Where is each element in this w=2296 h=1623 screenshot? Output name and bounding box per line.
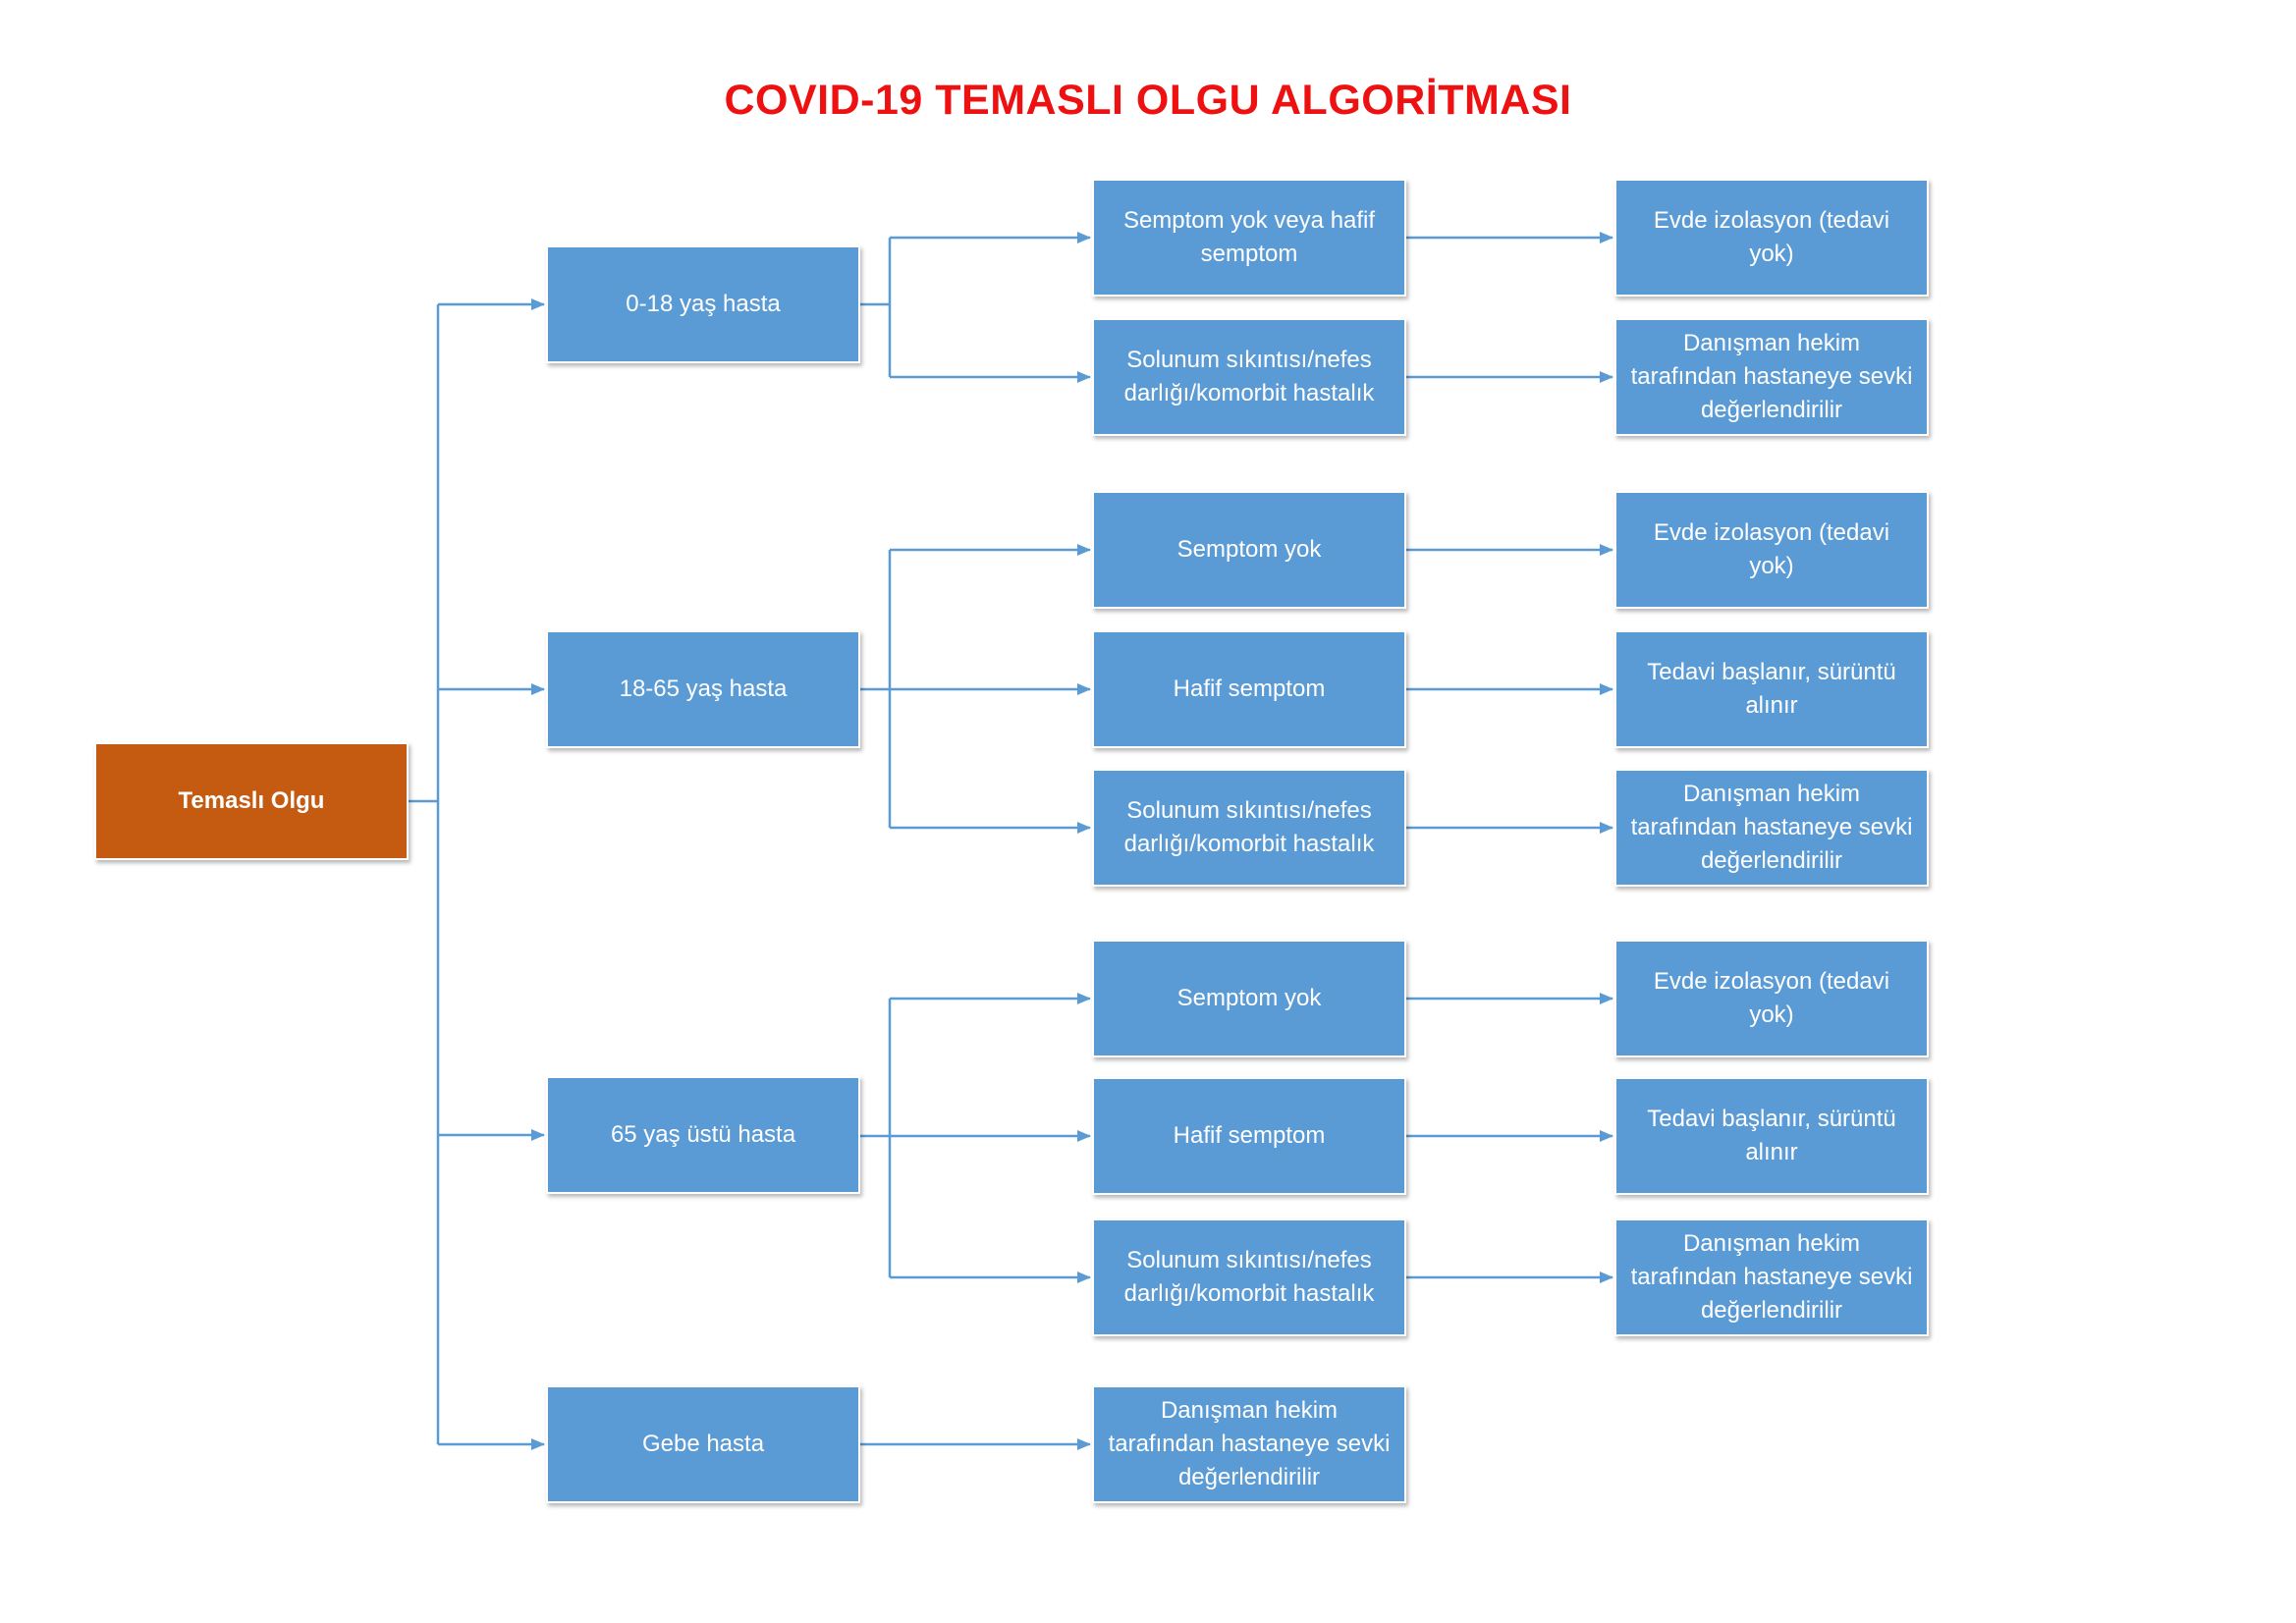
condition-label: Semptom yok bbox=[1176, 985, 1322, 1011]
action-label: Tedavi başlanır, sürüntü alınır bbox=[1647, 1106, 1896, 1165]
condition-node: Semptom yok bbox=[1092, 491, 1406, 609]
condition-node: Solunum sıkıntısı/nefes darlığı/komorbit… bbox=[1092, 1218, 1406, 1336]
action-node: Danışman hekim tarafından hastaneye sevk… bbox=[1614, 1218, 1929, 1336]
action-node: Evde izolasyon (tedavi yok) bbox=[1614, 179, 1929, 297]
condition-node: Solunum sıkıntısı/nefes darlığı/komorbit… bbox=[1092, 769, 1406, 887]
root-label: Temaslı Olgu bbox=[178, 787, 325, 814]
action-node: Tedavi başlanır, sürüntü alınır bbox=[1614, 630, 1929, 748]
action-node: Danışman hekim tarafından hastaneye sevk… bbox=[1614, 318, 1929, 436]
group-node-pregnant: Gebe hasta bbox=[546, 1385, 860, 1503]
root-node: Temaslı Olgu bbox=[94, 742, 409, 860]
condition-node: Semptom yok bbox=[1092, 940, 1406, 1057]
condition-label: Solunum sıkıntısı/nefes darlığı/komorbit… bbox=[1123, 797, 1375, 857]
condition-node: Hafif semptom bbox=[1092, 1077, 1406, 1195]
action-label: Evde izolasyon (tedavi yok) bbox=[1653, 207, 1890, 267]
condition-label: Solunum sıkıntısı/nefes darlığı/komorbit… bbox=[1123, 347, 1375, 406]
condition-label: Semptom yok veya hafif semptom bbox=[1122, 207, 1376, 267]
action-label: Tedavi başlanır, sürüntü alınır bbox=[1647, 659, 1896, 719]
condition-label: Hafif semptom bbox=[1173, 1122, 1326, 1149]
group-node-0-18: 0-18 yaş hasta bbox=[546, 245, 860, 363]
group-node-65-plus: 65 yaş üstü hasta bbox=[546, 1076, 860, 1194]
condition-node: Danışman hekim tarafından hastaneye sevk… bbox=[1092, 1385, 1406, 1503]
action-node: Evde izolasyon (tedavi yok) bbox=[1614, 940, 1929, 1057]
action-label: Danışman hekim tarafından hastaneye sevk… bbox=[1630, 781, 1913, 874]
group-label: Gebe hasta bbox=[641, 1431, 765, 1457]
action-label: Danışman hekim tarafından hastaneye sevk… bbox=[1630, 330, 1913, 423]
page-title: COVID-19 TEMASLI OLGU ALGORİTMASI bbox=[724, 77, 1572, 124]
condition-label: Semptom yok bbox=[1176, 536, 1322, 563]
action-label: Evde izolasyon (tedavi yok) bbox=[1653, 519, 1890, 579]
condition-node: Solunum sıkıntısı/nefes darlığı/komorbit… bbox=[1092, 318, 1406, 436]
condition-label: Hafif semptom bbox=[1173, 676, 1326, 702]
condition-node: Hafif semptom bbox=[1092, 630, 1406, 748]
group-node-18-65: 18-65 yaş hasta bbox=[546, 630, 860, 748]
action-node: Danışman hekim tarafından hastaneye sevk… bbox=[1614, 769, 1929, 887]
action-label: Danışman hekim tarafından hastaneye sevk… bbox=[1630, 1230, 1913, 1324]
condition-node: Semptom yok veya hafif semptom bbox=[1092, 179, 1406, 297]
condition-label: Danışman hekim tarafından hastaneye sevk… bbox=[1108, 1397, 1391, 1490]
group-label: 18-65 yaş hasta bbox=[619, 676, 788, 702]
action-label: Evde izolasyon (tedavi yok) bbox=[1653, 968, 1890, 1028]
action-node: Tedavi başlanır, sürüntü alınır bbox=[1614, 1077, 1929, 1195]
condition-label: Solunum sıkıntısı/nefes darlığı/komorbit… bbox=[1123, 1247, 1375, 1307]
group-label: 0-18 yaş hasta bbox=[626, 291, 781, 317]
group-label: 65 yaş üstü hasta bbox=[610, 1121, 796, 1148]
action-node: Evde izolasyon (tedavi yok) bbox=[1614, 491, 1929, 609]
